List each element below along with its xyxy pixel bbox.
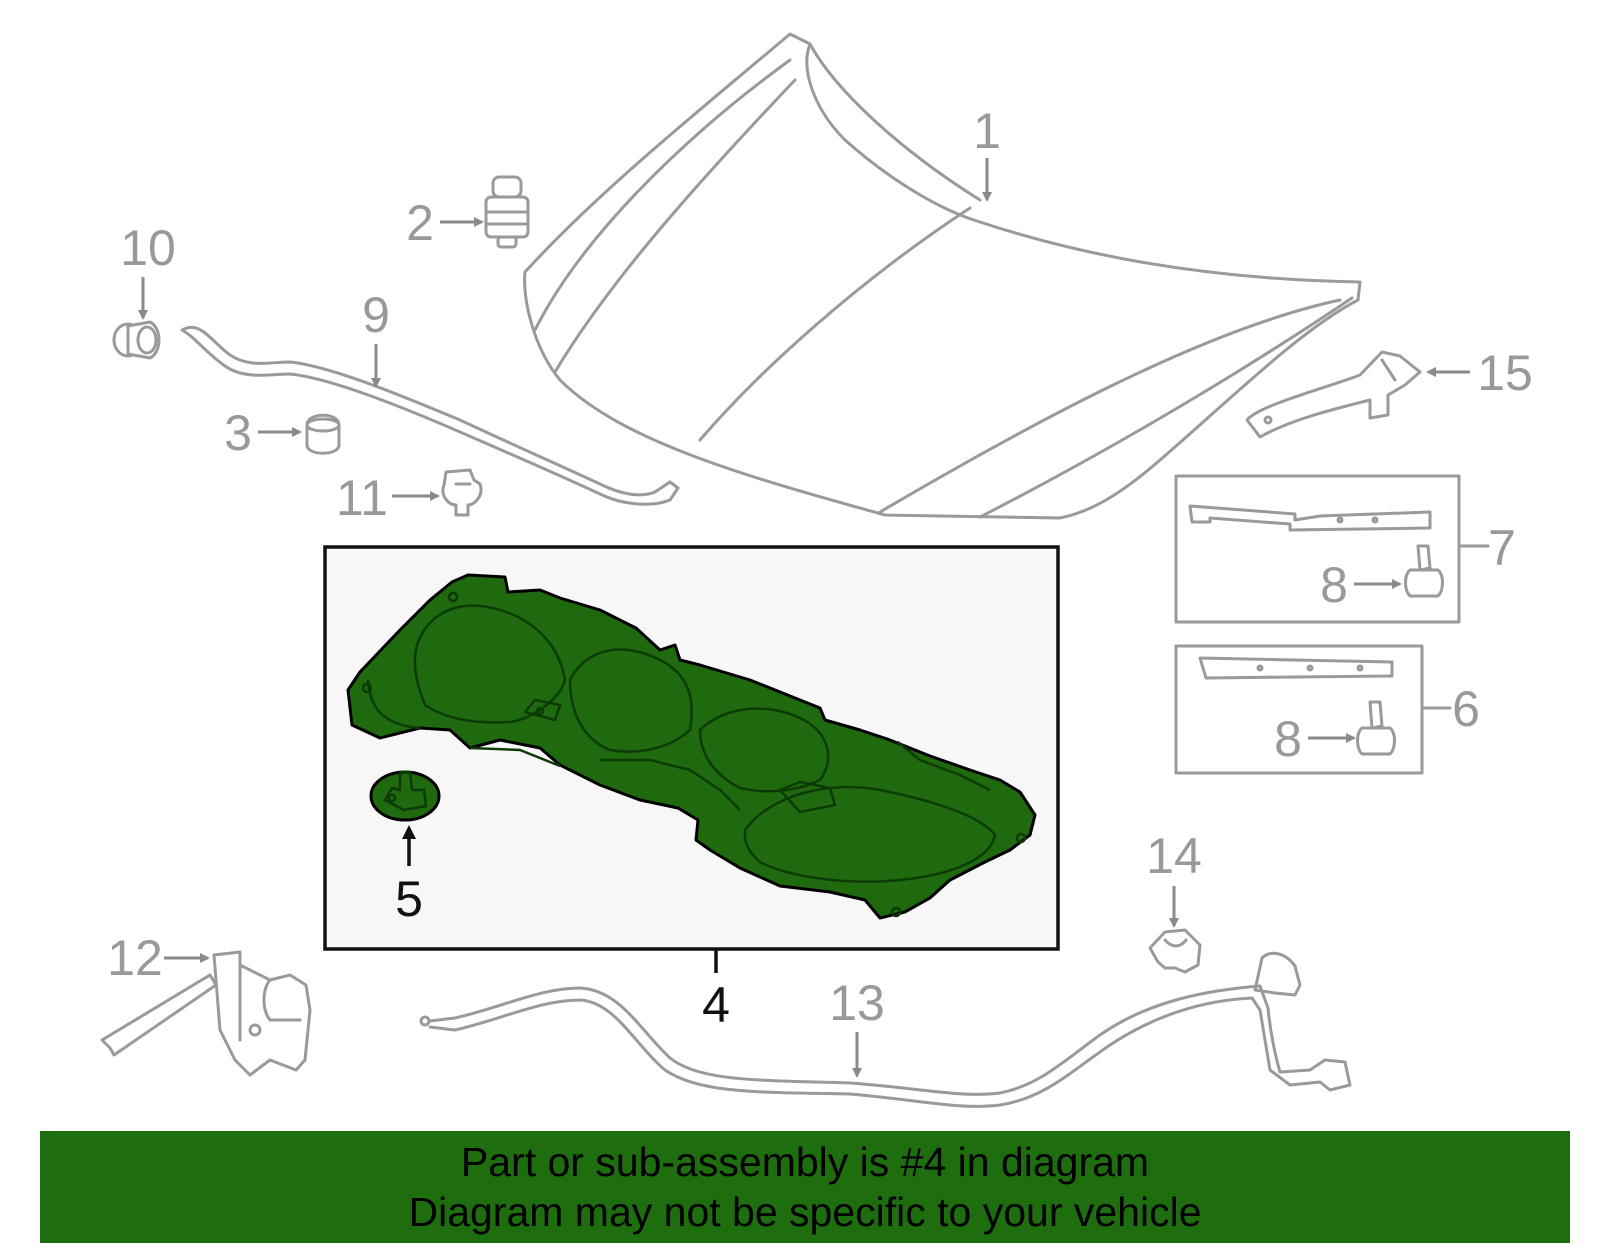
- info-banner: Part or sub-assembly is #4 in diagram Di…: [40, 1131, 1570, 1243]
- callout-5: 5: [395, 825, 423, 927]
- grommet-part-10: [112, 320, 161, 360]
- callout-11: 11: [336, 470, 440, 526]
- callout-8-lower: 8: [1274, 711, 1356, 767]
- svg-text:3: 3: [224, 405, 252, 461]
- svg-text:1: 1: [973, 103, 1001, 159]
- retainer-clip-part-5[interactable]: [369, 770, 441, 822]
- callout-6: 6: [1420, 681, 1480, 737]
- bracket-part-15: [1245, 350, 1422, 439]
- callout-14: 14: [1146, 828, 1202, 928]
- svg-text:13: 13: [829, 975, 885, 1031]
- callout-12: 12: [107, 930, 210, 986]
- svg-text:4: 4: [702, 977, 730, 1033]
- svg-text:12: 12: [107, 930, 163, 986]
- svg-text:5: 5: [395, 871, 423, 927]
- prop-rod-part-9: [180, 325, 680, 506]
- callout-4: 4: [702, 950, 730, 1033]
- bumper-stop-part-2: [484, 175, 530, 249]
- svg-text:11: 11: [336, 470, 388, 526]
- svg-text:2: 2: [406, 195, 434, 251]
- cable-clip-part-14: [1148, 928, 1202, 974]
- svg-text:8: 8: [1320, 557, 1348, 613]
- callout-9: 9: [362, 287, 390, 388]
- clip-part-11: [441, 468, 483, 517]
- hood-latch-part-12: [100, 950, 312, 1077]
- callout-7: 7: [1457, 520, 1516, 576]
- callout-10: 10: [120, 220, 176, 320]
- svg-text:15: 15: [1477, 345, 1533, 401]
- parts-box-7: [1174, 474, 1461, 624]
- banner-line-part-number: Part or sub-assembly is #4 in diagram: [460, 1139, 1150, 1185]
- cushion-part-3: [305, 413, 341, 455]
- callout-13: 13: [829, 975, 885, 1078]
- hood-insulator-part-4[interactable]: [346, 573, 1037, 920]
- banner-line-disclaimer: Diagram may not be specific to your vehi…: [408, 1189, 1202, 1235]
- svg-text:10: 10: [120, 220, 176, 276]
- callout-8-upper: 8: [1320, 557, 1402, 613]
- svg-text:14: 14: [1146, 828, 1202, 884]
- hood-part-1: [523, 32, 1362, 520]
- svg-text:9: 9: [362, 287, 390, 343]
- callout-1: 1: [973, 103, 1001, 202]
- callout-15: 15: [1426, 345, 1533, 401]
- callout-2: 2: [406, 195, 484, 251]
- svg-text:6: 6: [1452, 681, 1480, 737]
- release-cable-part-13: [419, 951, 1352, 1108]
- svg-text:8: 8: [1274, 711, 1302, 767]
- svg-text:7: 7: [1488, 520, 1516, 576]
- callout-3: 3: [224, 405, 302, 461]
